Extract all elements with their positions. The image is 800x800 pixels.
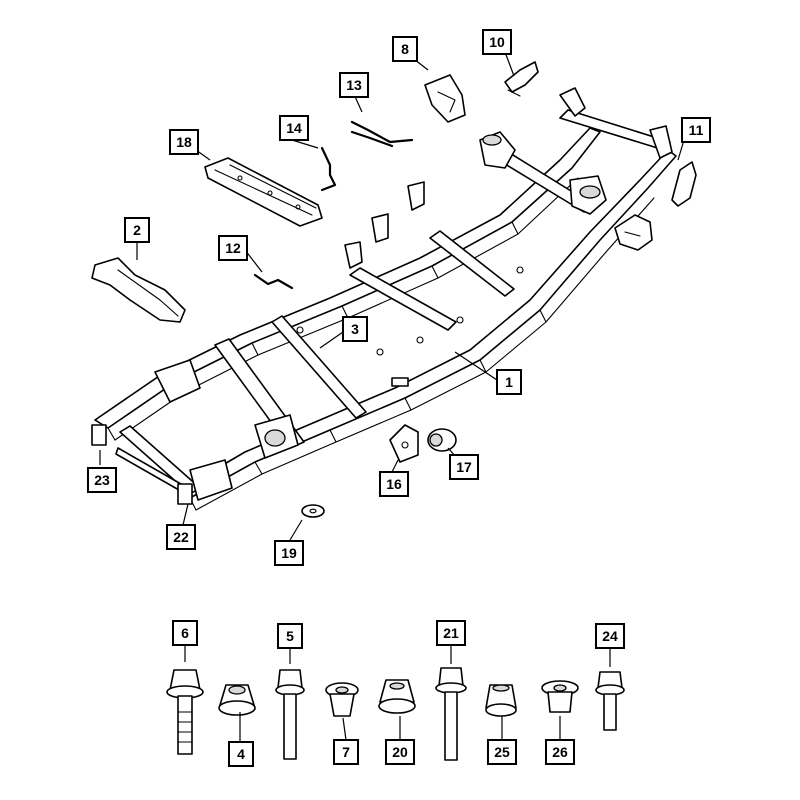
callout-3: 3 xyxy=(342,316,368,342)
part-26-spacer-nut xyxy=(541,680,579,713)
part-4-nut xyxy=(218,684,256,716)
callout-11: 11 xyxy=(681,117,711,143)
callout-7: 7 xyxy=(333,739,359,765)
callout-26: 26 xyxy=(545,739,575,765)
svg-text:23: 23 xyxy=(94,472,110,488)
part-16-bracket xyxy=(389,424,419,463)
svg-text:20: 20 xyxy=(392,744,408,760)
part-12-tube xyxy=(253,273,294,290)
crossmember-3 xyxy=(271,315,367,419)
callout-4: 4 xyxy=(228,741,254,767)
svg-text:13: 13 xyxy=(346,77,362,93)
callout-17: 17 xyxy=(449,454,479,480)
callout-21: 21 xyxy=(436,620,466,646)
svg-text:24: 24 xyxy=(602,628,618,644)
svg-text:11: 11 xyxy=(689,122,704,138)
callout-22: 22 xyxy=(166,524,196,550)
part-14-hose xyxy=(320,146,337,192)
front-mount-bracket xyxy=(614,214,653,251)
callout-18: 18 xyxy=(169,129,199,155)
frame-assembly xyxy=(91,87,677,511)
svg-text:1: 1 xyxy=(505,374,513,390)
part-11-bracket xyxy=(671,161,697,207)
part-8-bracket xyxy=(424,74,466,123)
svg-text:16: 16 xyxy=(386,476,402,492)
callout-16: 16 xyxy=(379,471,409,497)
svg-text:6: 6 xyxy=(181,625,189,641)
callout-20: 20 xyxy=(385,739,415,765)
svg-text:18: 18 xyxy=(176,134,192,150)
svg-text:17: 17 xyxy=(456,459,472,475)
callout-24: 24 xyxy=(595,623,625,649)
svg-text:5: 5 xyxy=(286,628,294,644)
part-19-washer xyxy=(301,504,325,518)
callout-2: 2 xyxy=(124,217,150,243)
callout-8: 8 xyxy=(392,36,418,62)
svg-text:19: 19 xyxy=(281,545,297,561)
part-20-flange-nut xyxy=(378,679,416,714)
svg-text:22: 22 xyxy=(173,529,189,545)
svg-text:3: 3 xyxy=(351,321,359,337)
part-6-flange-bolt xyxy=(166,669,204,755)
part-5-bolt xyxy=(275,669,305,760)
part-17-bushing xyxy=(427,428,457,452)
part-2-bracket xyxy=(91,257,186,323)
svg-text:25: 25 xyxy=(494,744,510,760)
callout-1: 1 xyxy=(496,369,522,395)
callout-5: 5 xyxy=(277,623,303,649)
callout-10: 10 xyxy=(482,29,512,55)
svg-text:10: 10 xyxy=(489,34,505,50)
part-7-cage-nut xyxy=(325,682,359,717)
crossmember-front-mid xyxy=(429,230,515,297)
svg-text:21: 21 xyxy=(443,625,459,641)
callout-13: 13 xyxy=(339,72,369,98)
svg-text:8: 8 xyxy=(401,41,409,57)
svg-text:26: 26 xyxy=(552,744,568,760)
part-13-tube xyxy=(350,120,414,144)
callout-14: 14 xyxy=(279,115,309,141)
crossmember-center xyxy=(349,267,457,331)
svg-text:7: 7 xyxy=(342,744,350,760)
callout-12: 12 xyxy=(218,235,248,261)
part-25-nut xyxy=(485,684,517,717)
callout-6: 6 xyxy=(172,620,198,646)
svg-text:4: 4 xyxy=(237,746,245,762)
svg-text:12: 12 xyxy=(225,240,241,256)
part-24-stud-bolt xyxy=(595,671,625,731)
callout-25: 25 xyxy=(487,739,517,765)
svg-text:14: 14 xyxy=(286,120,302,136)
part-21-long-bolt xyxy=(435,667,467,761)
callout-23: 23 xyxy=(87,467,117,493)
svg-text:2: 2 xyxy=(133,222,141,238)
callout-19: 19 xyxy=(274,540,304,566)
